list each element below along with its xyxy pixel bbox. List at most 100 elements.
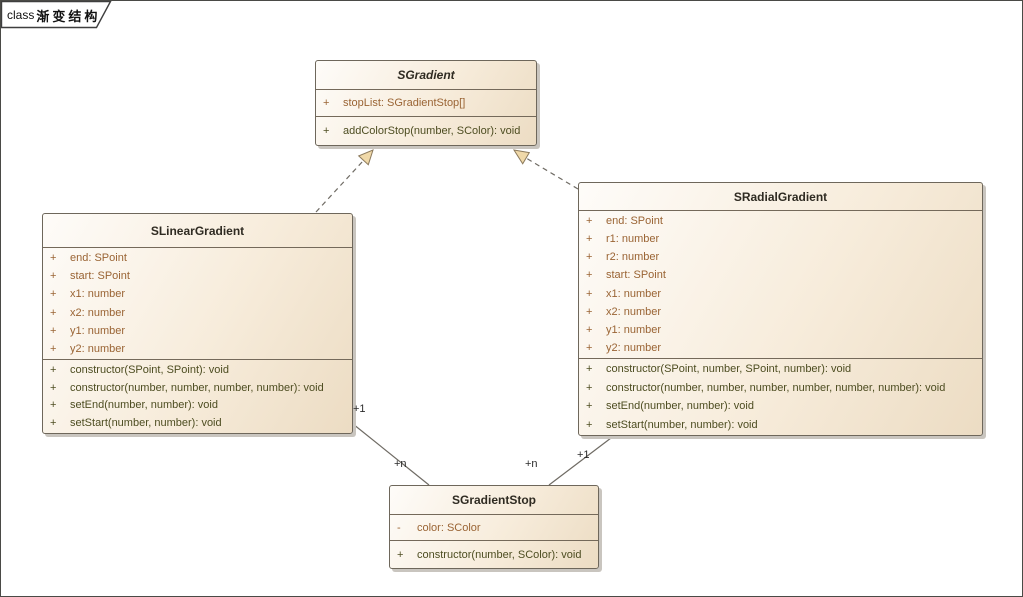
diagram-title: class 渐变结构	[7, 4, 100, 26]
association-line-sradialgradient-sgradientstop[interactable]	[548, 437, 612, 486]
realization-line-slineargradient[interactable]	[315, 160, 364, 213]
methods-compartment: + constructor(SPoint, number, SPoint, num…	[579, 359, 982, 435]
class-slineargradient[interactable]: SLinearGradient +end: SPoint+start: SPoi…	[42, 213, 353, 434]
visibility-marker: +	[586, 251, 593, 264]
method-text: constructor(number, number, number, numb…	[70, 381, 324, 394]
visibility-marker: -	[397, 521, 401, 534]
class-title: SLinearGradient	[43, 214, 352, 248]
visibility-marker: +	[323, 97, 330, 109]
attribute-row[interactable]: + y1: number	[579, 324, 982, 336]
visibility-marker: +	[50, 363, 57, 376]
visibility-marker: +	[586, 269, 593, 282]
attributes-compartment: +end: SPoint+start: SPoint+x1: number+x2…	[43, 248, 352, 360]
method-row[interactable]: + constructor(SPoint, number, SPoint, num…	[579, 363, 982, 375]
attribute-row[interactable]: +r2: number	[579, 251, 982, 263]
attribute-text: y1: number	[606, 323, 662, 336]
attribute-row[interactable]: + start: SPoint	[579, 269, 982, 281]
multiplicity-label-target-left[interactable]: +n	[394, 458, 407, 470]
class-title: SGradientStop	[390, 486, 598, 515]
association-line-slineargradient-sgradientstop[interactable]	[352, 423, 430, 486]
visibility-marker: +	[586, 400, 593, 413]
multiplicity-label-target-right[interactable]: +n	[525, 458, 538, 470]
attribute-row[interactable]: +stopList: SGradientStop[]	[316, 97, 536, 109]
realization-line-sradialgradient[interactable]	[525, 157, 579, 190]
attribute-row[interactable]: - color: SColor	[390, 522, 598, 534]
visibility-marker: +	[50, 324, 57, 337]
visibility-marker: +	[50, 381, 57, 394]
method-text: setEnd(number, number): void	[606, 400, 754, 413]
class-sgradientstop[interactable]: SGradientStop - color: SColor +constructo…	[389, 485, 599, 569]
attribute-row[interactable]: + x1: number	[43, 288, 352, 300]
attribute-text: end: SPoint	[70, 252, 127, 265]
class-title: SRadialGradient	[579, 183, 982, 211]
visibility-marker: +	[50, 417, 57, 430]
attribute-text: start: SPoint	[606, 269, 666, 282]
visibility-marker: +	[50, 342, 57, 355]
visibility-marker: +	[50, 270, 57, 283]
visibility-marker: +	[586, 381, 593, 394]
methods-compartment: + constructor(SPoint, SPoint): void + const…	[43, 360, 352, 433]
attribute-text: y2: number	[70, 342, 126, 355]
attribute-row[interactable]: + y2: number	[579, 342, 982, 354]
methods-compartment: +addColorStop(number, SColor): void	[316, 117, 536, 145]
method-row[interactable]: + constructor(SPoint, SPoint): void	[43, 364, 352, 376]
visibility-marker: +	[50, 399, 57, 412]
attribute-row[interactable]: +end: SPoint	[43, 252, 352, 264]
method-text: setStart(number, number): void	[70, 417, 222, 430]
method-row[interactable]: +constructor(number, SColor): void	[390, 549, 598, 561]
attribute-row[interactable]: + y1: number	[43, 325, 352, 337]
class-sradialgradient[interactable]: SRadialGradient +end: SPoint+r1: number+…	[578, 182, 983, 436]
visibility-marker: +	[586, 305, 593, 318]
method-text: addColorStop(number, SColor): void	[343, 125, 521, 137]
visibility-marker: +	[586, 215, 593, 228]
method-row[interactable]: + setEnd(number, number): void	[43, 399, 352, 411]
attribute-row[interactable]: + x2: number	[43, 307, 352, 319]
method-text: constructor(SPoint, SPoint): void	[70, 363, 229, 376]
visibility-marker: +	[586, 287, 593, 300]
visibility-marker: +	[586, 363, 593, 376]
attribute-text: color: SColor	[417, 521, 481, 534]
attributes-compartment: - color: SColor	[390, 515, 598, 541]
method-row[interactable]: +addColorStop(number, SColor): void	[316, 125, 536, 137]
attribute-row[interactable]: + x1: number	[579, 288, 982, 300]
method-row[interactable]: + setStart(number, number): void	[43, 417, 352, 429]
realization-arrowhead-right	[512, 149, 531, 165]
method-text: constructor(SPoint, number, SPoint, numb…	[606, 363, 852, 376]
multiplicity-label-source-right[interactable]: +1	[577, 449, 590, 461]
method-text: constructor(number, number, number, numb…	[606, 381, 946, 394]
attribute-row[interactable]: + start: SPoint	[43, 270, 352, 282]
diagram-name: 渐变结构	[36, 8, 101, 24]
method-text: setStart(number, number): void	[606, 418, 758, 431]
multiplicity-label-source-left[interactable]: +1	[353, 403, 366, 415]
attributes-compartment: +stopList: SGradientStop[]	[316, 90, 536, 117]
attribute-row[interactable]: + x2: number	[579, 306, 982, 318]
class-sgradient[interactable]: SGradient +stopList: SGradientStop[] +ad…	[315, 60, 537, 146]
methods-compartment: +constructor(number, SColor): void	[390, 541, 598, 568]
attribute-text: y1: number	[70, 324, 126, 337]
method-row[interactable]: + setStart(number, number): void	[579, 419, 982, 431]
attribute-text: x1: number	[70, 288, 126, 301]
visibility-marker: +	[586, 233, 593, 246]
method-row[interactable]: + constructor(number, number, number, num…	[43, 382, 352, 394]
visibility-marker: +	[50, 288, 57, 301]
method-row[interactable]: + constructor(number, number, number, num…	[579, 382, 982, 394]
visibility-marker: +	[586, 341, 593, 354]
visibility-marker: +	[586, 323, 593, 336]
attribute-text: x2: number	[70, 306, 126, 319]
method-text: setEnd(number, number): void	[70, 399, 218, 412]
attribute-row[interactable]: + y2: number	[43, 343, 352, 355]
attribute-text: r1: number	[606, 233, 660, 246]
visibility-marker: +	[50, 306, 57, 319]
attribute-text: y2: number	[606, 341, 662, 354]
attribute-text: x2: number	[606, 305, 662, 318]
attribute-text: x1: number	[606, 287, 662, 300]
attribute-text: start: SPoint	[70, 270, 130, 283]
attribute-row[interactable]: + r1: number	[579, 233, 982, 245]
visibility-marker: +	[586, 418, 593, 431]
attribute-row[interactable]: +end: SPoint	[579, 215, 982, 227]
method-row[interactable]: + setEnd(number, number): void	[579, 400, 982, 412]
attributes-compartment: +end: SPoint+r1: number+r2: number+start…	[579, 211, 982, 359]
diagram-frame-tab	[1, 1, 112, 29]
